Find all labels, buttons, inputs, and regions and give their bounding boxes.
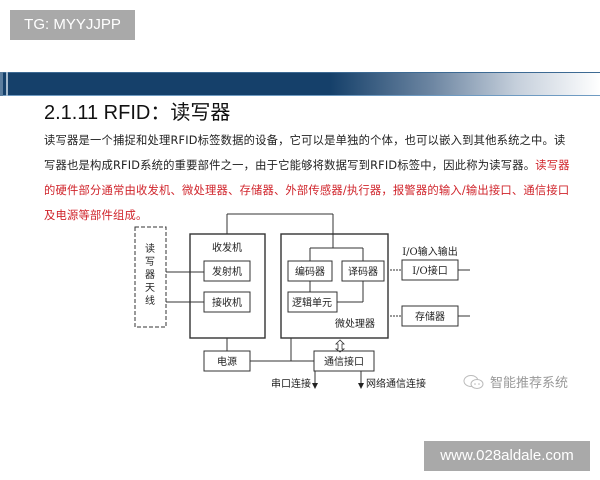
antenna-label-char: 写 — [145, 256, 155, 268]
banner-stripe — [6, 72, 8, 96]
antenna-label-char: 读 — [145, 242, 155, 255]
banner-stripe — [0, 72, 3, 96]
header-banner — [0, 72, 600, 96]
watermark-bottom: www.028aldale.com — [424, 441, 590, 471]
wechat-icon — [463, 374, 484, 389]
io-caption: I/O输入输出 — [402, 245, 458, 258]
transmitter-label: 发射机 — [212, 265, 242, 278]
serial-label: 串口连接 — [271, 377, 311, 390]
wechat-watermark: 智能推荐系统 — [462, 372, 568, 391]
storage-label: 存储器 — [415, 310, 445, 323]
watermark-top: TG: MYYJJPP — [10, 10, 135, 40]
network-label: 网络通信连接 — [366, 377, 426, 390]
microprocessor-label: 微处理器 — [335, 317, 375, 330]
antenna-label-char: 线 — [145, 294, 155, 307]
comm-port-label: 通信接口 — [324, 355, 364, 368]
paragraph-highlight: 读写器的硬件部分通常由收发机、微处理器、存储器、外部传感器/执行器，报警器的输入… — [44, 159, 570, 222]
antenna-label-char: 器 — [145, 269, 155, 281]
slide-paragraph: 读写器是一个捕捉和处理RFID标签数据的设备，它可以是单独的个体，也可以嵌入到其… — [44, 128, 574, 228]
transceiver-label: 收发机 — [212, 241, 242, 254]
paragraph-text: 读写器是一个捕捉和处理RFID标签数据的设备，它可以是单独的个体，也可以嵌入到其… — [44, 134, 566, 172]
encoder-label: 编码器 — [295, 265, 325, 278]
logic-unit-label: 逻辑单元 — [292, 296, 332, 309]
decoder-label: 译码器 — [348, 266, 378, 278]
wechat-label: 智能推荐系统 — [490, 376, 569, 391]
slide-title: 2.1.11 RFID：读写器 — [44, 102, 231, 124]
power-label: 电源 — [217, 355, 237, 368]
io-port-label: I/O接口 — [412, 264, 448, 277]
receiver-label: 接收机 — [212, 296, 242, 309]
antenna-label-char: 天 — [145, 283, 155, 294]
